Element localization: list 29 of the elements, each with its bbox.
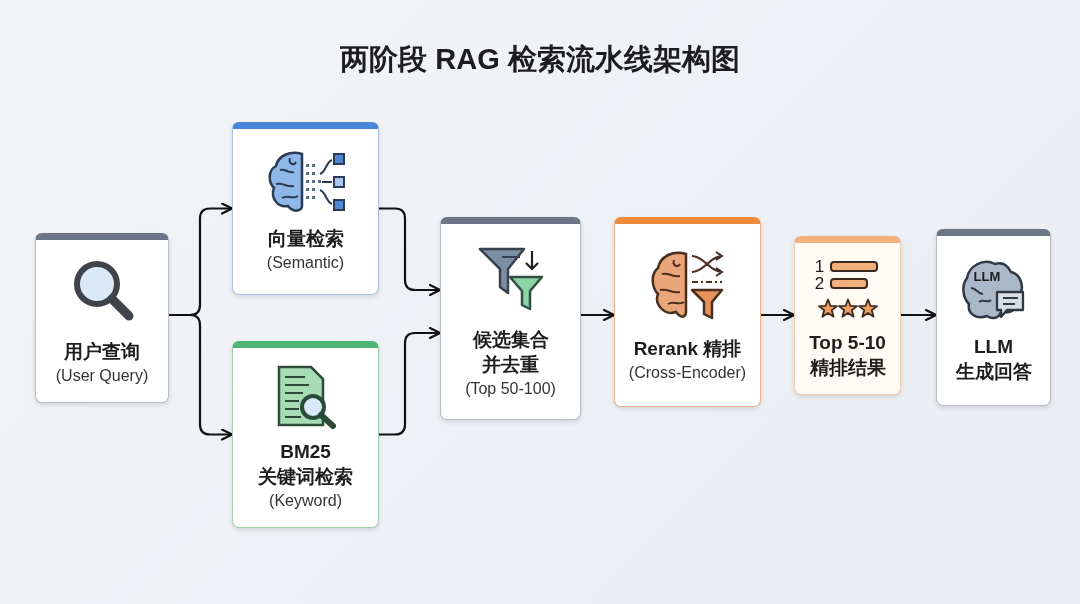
arrow — [169, 313, 234, 441]
icon-label: 2 — [814, 274, 825, 292]
process-card — [35, 233, 169, 403]
card-title: Top 5-10 精排结果 — [809, 330, 886, 380]
arrow — [761, 308, 796, 322]
process-card — [614, 217, 761, 407]
card-subtitle: (Semantic) — [266, 253, 345, 273]
arrow — [379, 326, 442, 436]
diagram-title: 两阶段 RAG 检索流水线架构图 — [340, 43, 740, 75]
process-card — [936, 229, 1051, 406]
card-title: BM25 关键词检索 — [257, 439, 354, 489]
arrow — [901, 308, 938, 322]
arrow — [581, 308, 616, 322]
card-title: 候选集合并去重 — [471, 327, 550, 377]
process-card — [232, 122, 379, 295]
card-title: 用户查询 — [64, 339, 140, 364]
card-subtitle: (User Query) — [55, 365, 149, 386]
icon-label: 1 — [814, 257, 825, 275]
card-title: LLM 生成回答 — [954, 334, 1033, 384]
process-card — [440, 217, 581, 420]
process-card — [794, 236, 901, 395]
arrow — [379, 207, 442, 297]
card-subtitle: (Cross-Encoder) — [628, 362, 747, 383]
icon-label: LLM — [973, 269, 1001, 284]
card-title: Rerank 精排 — [633, 336, 742, 361]
card-subtitle: (Keyword) — [269, 490, 342, 511]
process-card — [232, 341, 379, 528]
card-subtitle: (Top 50-100) — [465, 378, 556, 399]
card-title: 向量检索 — [267, 227, 344, 251]
